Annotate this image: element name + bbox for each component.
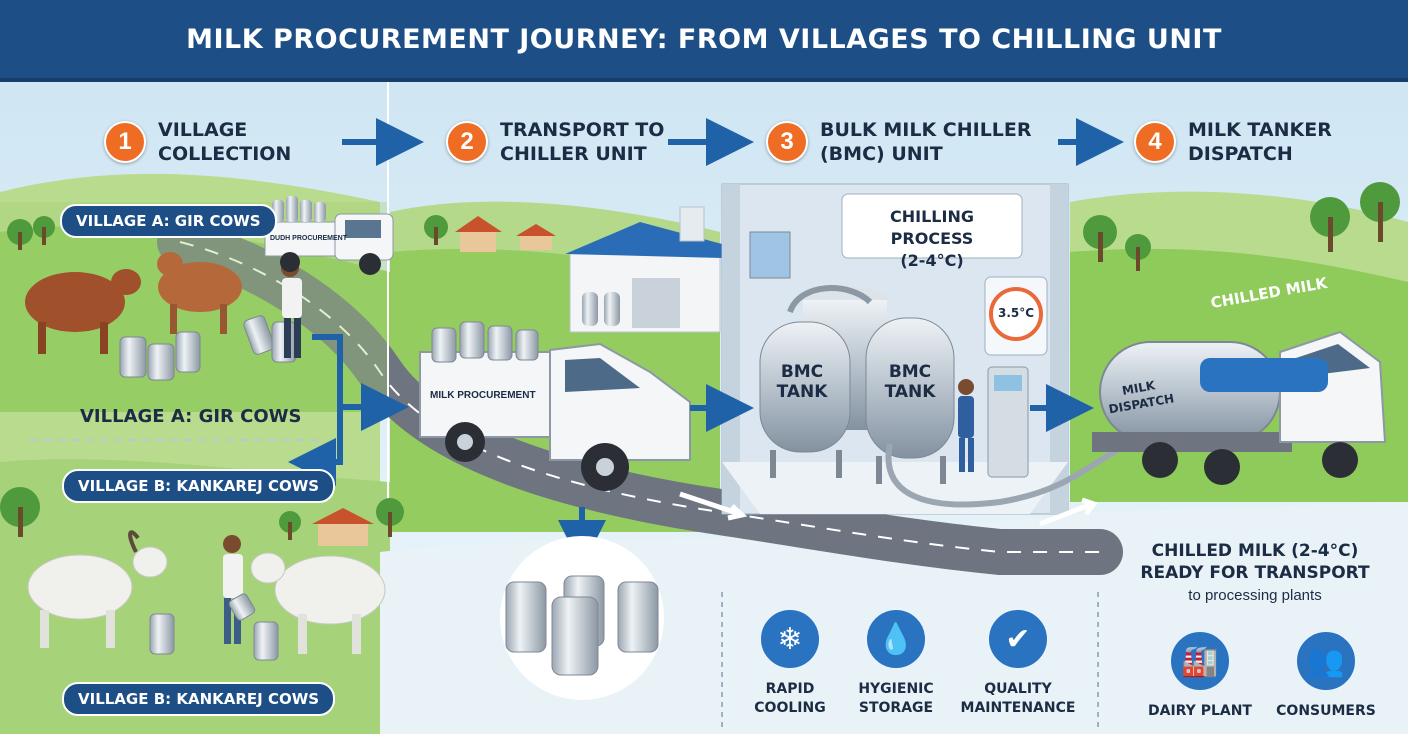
destination-dairy-plant: 🏭 DAIRY PLANT <box>1140 630 1260 721</box>
scene: DUDH PROCUREMENT MILK PROCUREMENT <box>0 82 1408 734</box>
destination-consumers: 👥 CONSUMERS <box>1266 630 1386 721</box>
village-houses <box>312 216 556 546</box>
step-3-title: BULK MILK CHILLER (BMC) UNIT <box>820 119 1032 165</box>
step-4-number: 4 <box>1134 121 1176 163</box>
milk-cans <box>505 575 659 676</box>
bmc-tank-1-label: BMC TANK <box>776 362 828 402</box>
dispatch-heading: CHILLED MILK (2-4°C) READY FOR TRANSPORT <box>1140 541 1370 583</box>
pickup-truck <box>419 321 691 491</box>
warehouse <box>565 206 722 333</box>
thermometer-reading: 3.5°C <box>998 306 1035 320</box>
dispatch-subtext: to processing plants <box>1188 587 1322 604</box>
step-4-title: MILK TANKER DISPATCH <box>1188 119 1332 165</box>
road-arrows <box>679 491 1099 527</box>
step-2-title: TRANSPORT TO CHILLER UNIT <box>500 119 665 165</box>
scene-illustration: DUDH PROCUREMENT MILK PROCUREMENT <box>0 82 1408 734</box>
step-4: 4 MILK TANKER DISPATCH <box>1134 118 1332 166</box>
feature-hygienic-storage: 💧 HYGIENIC STORAGE <box>836 608 956 718</box>
technician <box>958 366 1029 478</box>
step-1-title: VILLAGE COLLECTION <box>158 119 292 165</box>
step-1-number: 1 <box>104 121 146 163</box>
gir-cows <box>25 252 242 354</box>
step-3: 3 BULK MILK CHILLER (BMC) UNIT <box>766 118 1032 166</box>
feature-hygienic-storage-label: HYGIENIC STORAGE <box>858 681 934 716</box>
small-truck <box>264 196 394 275</box>
shield-check-icon: ✔ <box>987 608 1049 670</box>
step-3-number: 3 <box>766 121 808 163</box>
feature-quality-maintenance-label: QUALITY MAINTENANCE <box>960 681 1076 716</box>
village-a-caption: VILLAGE A: GIR COWS <box>80 406 302 427</box>
people-icon: 👥 <box>1295 630 1357 692</box>
snowflake-icon: ❄ <box>759 608 821 670</box>
feature-quality-maintenance: ✔ QUALITY MAINTENANCE <box>958 608 1078 718</box>
flow-arrows <box>288 118 1124 568</box>
water-drop-icon: 💧 <box>865 608 927 670</box>
trees <box>0 182 1400 540</box>
village-b-pill-top: VILLAGE B: KANKAREJ COWS <box>62 469 336 503</box>
dispatch-info: CHILLED MILK (2-4°C) READY FOR TRANSPORT… <box>1110 540 1400 604</box>
village-a-pill: VILLAGE A: GIR COWS <box>60 204 277 238</box>
step-2: 2 TRANSPORT TO CHILLER UNIT <box>446 118 664 166</box>
destination-consumers-label: CONSUMERS <box>1276 703 1376 719</box>
destination-dairy-plant-label: DAIRY PLANT <box>1148 703 1252 719</box>
hose <box>885 439 1132 508</box>
page-title: MILK PROCUREMENT JOURNEY: FROM VILLAGES … <box>186 23 1222 55</box>
bmc-tank-2-label: BMC TANK <box>884 362 936 402</box>
kankarej-cows <box>27 530 386 654</box>
factory-icon: 🏭 <box>1169 630 1231 692</box>
bmc-tanks <box>759 285 955 484</box>
small-truck-sign: DUDH PROCUREMENT <box>270 235 348 242</box>
step-1: 1 VILLAGE COLLECTION <box>104 118 291 166</box>
feature-rapid-cooling-label: RAPID COOLING <box>754 681 826 716</box>
village-b-cans <box>149 593 279 661</box>
chilling-process-label: CHILLING PROCESS (2-4°C) <box>890 207 974 270</box>
pickup-sign: MILK PROCUREMENT <box>430 390 536 401</box>
farmer-b <box>223 535 243 644</box>
village-b-pill-bottom: VILLAGE B: KANKAREJ COWS <box>62 682 336 716</box>
milk-tanker <box>1092 330 1387 485</box>
feature-rapid-cooling: ❄ RAPID COOLING <box>730 608 850 718</box>
header-banner: MILK PROCUREMENT JOURNEY: FROM VILLAGES … <box>0 0 1408 82</box>
step-2-number: 2 <box>446 121 488 163</box>
